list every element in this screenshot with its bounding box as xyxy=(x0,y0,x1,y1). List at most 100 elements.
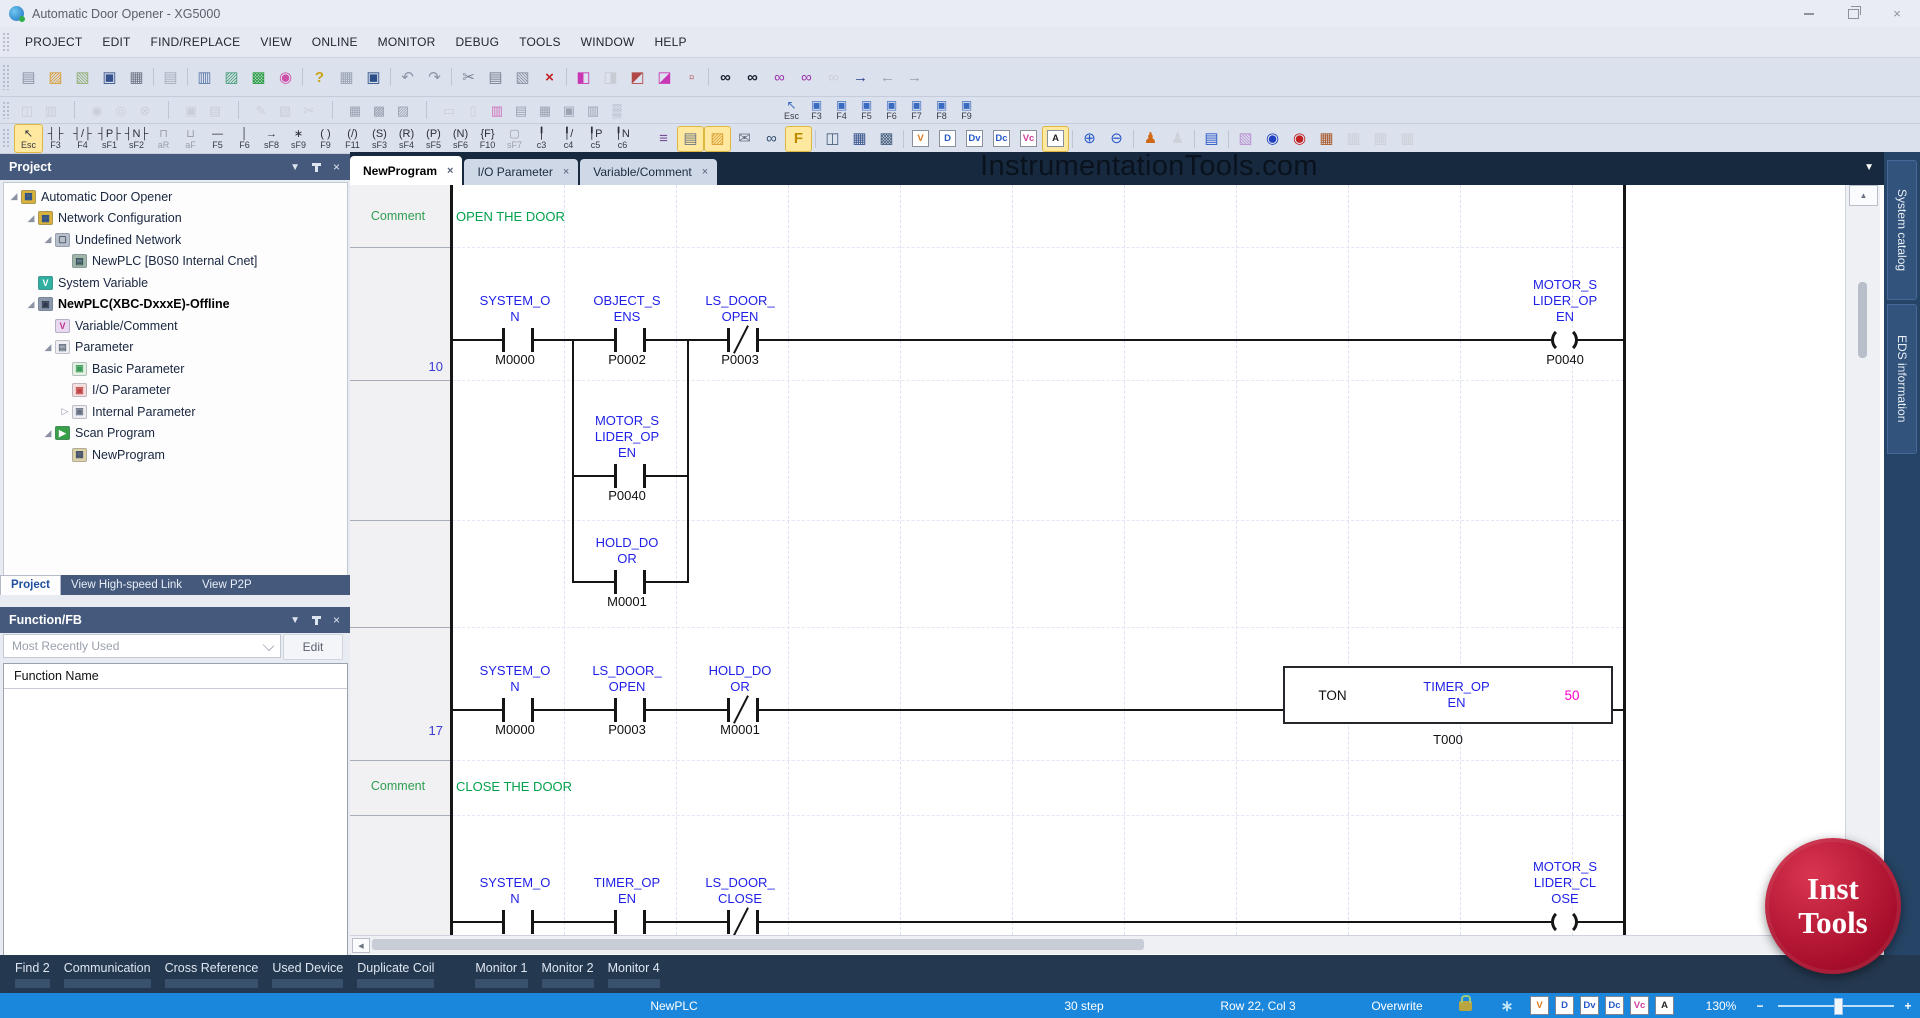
toolbar-icon[interactable] xyxy=(563,67,570,87)
contact-no-tool-icon[interactable]: ┤├F3 xyxy=(42,125,69,152)
rung-comment[interactable]: OPEN THE DOOR xyxy=(456,209,565,224)
delete-icon[interactable]: × xyxy=(537,65,562,89)
toolbar-icon[interactable] xyxy=(900,129,907,149)
menu-item[interactable]: TOOLS xyxy=(509,31,570,53)
import-project-icon[interactable]: ▧ xyxy=(70,65,95,89)
tab-find-2[interactable]: Find 2 xyxy=(15,961,50,988)
extended-function-tool-icon[interactable]: ▢sF7 xyxy=(501,125,528,152)
safety-icon[interactable]: ∗ xyxy=(1494,993,1520,1018)
tree-item-newplc-offline[interactable]: ◢ ▣ NewPLC(XBC-DxxxE)-Offline xyxy=(4,294,347,316)
change-mode-2-icon[interactable]: ♟ xyxy=(1165,127,1190,151)
toolbar-icon[interactable] xyxy=(1130,129,1137,149)
tab-view-p2p[interactable]: View P2P xyxy=(192,576,262,595)
program-f4-icon[interactable]: ▣F4 xyxy=(829,97,854,124)
coil-reset-tool-icon[interactable]: (R)sF4 xyxy=(393,125,420,152)
open-project-icon[interactable]: ▨ xyxy=(43,65,68,89)
lock-icon[interactable] xyxy=(1452,993,1478,1018)
memo-icon[interactable]: ✉ xyxy=(732,127,757,151)
write-plc-icon[interactable]: ▥ xyxy=(192,65,217,89)
help-icon[interactable]: ? xyxy=(307,65,332,89)
tab-eds-information[interactable]: EDS information xyxy=(1887,304,1917,454)
contact-nc-tool-icon[interactable]: ┤/├F4 xyxy=(69,125,96,152)
tab-monitor-1[interactable]: Monitor 1 xyxy=(475,961,527,988)
delete-line-tool-icon[interactable]: ∗sF9 xyxy=(285,125,312,152)
plc-brush-icon[interactable]: ▧ xyxy=(274,100,296,120)
delete-cell-icon[interactable]: ◩ xyxy=(625,65,650,89)
clipboard-icon[interactable]: ▤ xyxy=(158,65,183,89)
change-mode-icon[interactable]: ♟ xyxy=(1138,127,1163,151)
coil-n-tool-icon[interactable]: (N)sF6 xyxy=(447,125,474,152)
menu-item[interactable]: EDIT xyxy=(92,31,140,53)
comment-cell-label[interactable]: Comment xyxy=(350,779,446,793)
sso-icon[interactable]: ▣ xyxy=(361,65,386,89)
select-tool-icon[interactable]: ↖Esc xyxy=(15,125,42,152)
tab-cross-reference[interactable]: Cross Reference xyxy=(165,961,259,988)
pin-icon[interactable] xyxy=(315,163,318,172)
view-variable-comment-icon[interactable]: Vc xyxy=(1016,127,1041,151)
vcontact-p-tool-icon[interactable]: ╿Pc5 xyxy=(582,125,609,152)
view-all-icon[interactable]: A xyxy=(1043,127,1068,151)
tree-twisty-icon[interactable]: ◢ xyxy=(42,342,54,353)
program-f5-icon[interactable]: ▣F5 xyxy=(854,97,879,124)
tab-monitor-2[interactable]: Monitor 2 xyxy=(542,961,594,988)
toolbar-icon[interactable] xyxy=(812,129,819,149)
coil-tool-icon[interactable]: ( )F9 xyxy=(312,125,339,152)
program-f7-icon[interactable]: ▣F7 xyxy=(904,97,929,124)
font-icon[interactable]: F xyxy=(786,127,811,151)
find-next-icon[interactable]: ∞ xyxy=(821,65,846,89)
tree-twisty-icon[interactable]: ◢ xyxy=(42,234,54,245)
online-settings-icon[interactable]: ◉ xyxy=(273,65,298,89)
vcontact-nc-tool-icon[interactable]: ╿/c4 xyxy=(555,125,582,152)
menu-item[interactable]: DEBUG xyxy=(446,31,510,53)
coil-nc-tool-icon[interactable]: (/)F11 xyxy=(339,125,366,152)
menu-item[interactable]: ONLINE xyxy=(302,31,368,53)
close-panel-icon[interactable]: × xyxy=(333,613,340,627)
tab-system-catalog[interactable]: System catalog xyxy=(1887,160,1917,300)
tab-list-dropdown-icon[interactable]: ▼ xyxy=(1864,162,1874,173)
status-view-device-variable-icon[interactable]: Dv xyxy=(1580,996,1599,1015)
restore-button[interactable] xyxy=(1844,5,1862,23)
rising-pulse-tool-icon[interactable]: ⊓aR xyxy=(150,125,177,152)
print-icon[interactable]: ▦ xyxy=(124,65,149,89)
tree-item-newprogram[interactable]: ▦ NewProgram xyxy=(4,444,347,466)
tab-view-high-speed-link[interactable]: View High-speed Link xyxy=(61,576,192,595)
toolbar-icon[interactable] xyxy=(150,67,157,87)
close-tab-icon[interactable]: × xyxy=(702,166,708,178)
zoom-out-icon[interactable]: − xyxy=(1750,993,1770,1018)
toolbar-icon[interactable] xyxy=(184,67,191,87)
zoom-slider-handle[interactable] xyxy=(1834,998,1843,1015)
function-filter-dropdown[interactable]: Most Recently Used xyxy=(3,634,281,658)
rung-comment[interactable]: CLOSE THE DOOR xyxy=(456,779,572,794)
toolbar-icon[interactable] xyxy=(1225,129,1232,149)
tree-item-newplc-cnet[interactable]: ▤ NewPLC [B0S0 Internal Cnet] xyxy=(4,251,347,273)
toolbar-icon[interactable] xyxy=(1191,129,1198,149)
tree-item-parameter[interactable]: ◢ ▤ Parameter xyxy=(4,337,347,359)
falling-pulse-tool-icon[interactable]: ⊔aF xyxy=(177,125,204,152)
find-device-icon[interactable]: ∞ xyxy=(713,65,738,89)
push-cell-icon[interactable]: ◨ xyxy=(598,65,623,89)
status-view-variable-icon[interactable]: V xyxy=(1530,996,1549,1015)
instruction-list-icon[interactable]: ▤ xyxy=(1199,127,1224,151)
toolbar-icon[interactable] xyxy=(299,67,306,87)
stop-icon[interactable]: ◎ xyxy=(110,100,132,120)
scroll-up-icon[interactable]: ▲ xyxy=(1849,185,1878,206)
tree-twisty-icon[interactable]: ◢ xyxy=(25,213,37,224)
stand1-icon[interactable]: ▭ xyxy=(438,100,460,120)
new-file-icon[interactable]: ▤ xyxy=(16,65,41,89)
horizontal-scroll-thumb[interactable] xyxy=(372,939,1144,950)
program-f3-icon[interactable]: ▣F3 xyxy=(804,97,829,124)
replace-icon[interactable]: ∞ xyxy=(794,65,819,89)
vcontact-n-tool-icon[interactable]: ╿Nc6 xyxy=(609,125,636,152)
replace-device-icon[interactable]: ∞ xyxy=(767,65,792,89)
edit-online-icon[interactable]: ✎ xyxy=(250,100,272,120)
close-tab-icon[interactable]: × xyxy=(563,166,569,178)
panel-menu-icon[interactable]: ▼ xyxy=(290,162,300,173)
tab-newprogram[interactable]: NewProgram × xyxy=(350,156,462,185)
contact-n-tool-icon[interactable]: ┤N├sF2 xyxy=(123,125,150,152)
undo-icon[interactable]: ↶ xyxy=(395,65,420,89)
navigate-back-icon[interactable]: ← xyxy=(875,65,900,89)
toolbar-icon[interactable] xyxy=(705,67,712,87)
tree-item-project-root[interactable]: ◢ ▦ Automatic Door Opener xyxy=(4,186,347,208)
toolbar-icon[interactable] xyxy=(63,100,85,120)
resize-window-icon[interactable]: ◫ xyxy=(16,100,38,120)
